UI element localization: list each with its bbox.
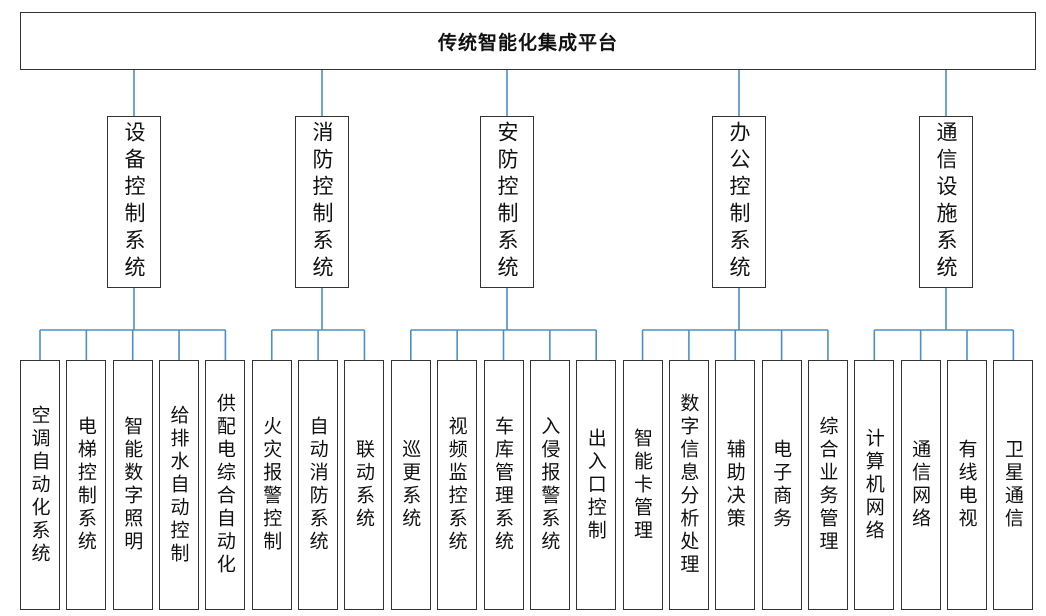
subsystem-box-label: 给排水自动控制 (167, 404, 190, 566)
subsystem-box: 给排水自动控制 (159, 360, 200, 610)
subsystem-box-label: 火灾报警控制 (260, 416, 283, 554)
subsystem-box: 辅助决策 (715, 360, 756, 610)
subsystem-box: 空调自动化系统 (20, 360, 60, 610)
system-box-label: 安防控制系统 (495, 121, 519, 283)
subsystem-box: 卫星通信 (993, 360, 1034, 610)
subsystem-box-label: 巡更系统 (399, 439, 422, 531)
subsystem-box: 数字信息分析处理 (668, 360, 709, 610)
subsystem-box: 通信网络 (900, 360, 941, 610)
system-box: 设备控制系统 (107, 116, 161, 288)
subsystem-box-label: 联动系统 (352, 439, 375, 531)
subsystem-box-label: 计算机网络 (862, 427, 885, 543)
platform-title: 传统智能化集成平台 (437, 31, 618, 54)
subsystem-box-label: 卫星通信 (1001, 439, 1024, 531)
subsystem-box-label: 数字信息分析处理 (677, 393, 700, 577)
subsystem-box-label: 电梯控制系统 (74, 416, 97, 554)
subsystem-box: 综合业务管理 (807, 360, 848, 610)
subsystem-box: 电子商务 (761, 360, 802, 610)
subsystem-box-label: 有线电视 (955, 439, 978, 531)
system-box: 通信设施系统 (919, 116, 973, 288)
subsystem-box: 电梯控制系统 (66, 360, 107, 610)
subsystem-box: 有线电视 (947, 360, 987, 610)
system-box-label: 办公控制系统 (727, 121, 751, 283)
subsystem-box: 巡更系统 (390, 360, 431, 610)
subsystem-box-label: 空调自动化系统 (28, 404, 51, 566)
subsystem-box: 出入口控制 (576, 360, 617, 610)
system-box: 安防控制系统 (480, 116, 534, 288)
subsystem-box: 入侵报警系统 (529, 360, 570, 610)
subsystem-box: 车库管理系统 (483, 360, 524, 610)
subsystem-box-label: 视频监控系统 (445, 416, 468, 554)
subsystem-box-label: 车库管理系统 (492, 416, 514, 554)
subsystem-box: 供配电综合自动化 (205, 360, 246, 610)
subsystem-box-label: 供配电综合自动化 (213, 393, 236, 577)
subsystem-box-label: 智能数字照明 (121, 416, 144, 554)
system-box-label: 设备控制系统 (122, 121, 146, 283)
system-box-label: 消防控制系统 (310, 121, 334, 283)
subsystem-box: 智能数字照明 (112, 360, 153, 610)
subsystem-box-label: 通信网络 (909, 439, 932, 531)
subsystem-box-label: 入侵报警系统 (538, 416, 561, 554)
system-box: 办公控制系统 (712, 116, 766, 288)
platform-title-box: 传统智能化集成平台 (20, 12, 1036, 70)
subsystem-box-label: 辅助决策 (723, 439, 746, 531)
system-box-label: 通信设施系统 (934, 121, 958, 283)
subsystem-box-label: 电子商务 (770, 439, 793, 531)
system-box: 消防控制系统 (295, 116, 349, 288)
subsystem-box: 智能卡管理 (622, 360, 663, 610)
subsystem-box: 自动消防系统 (298, 360, 339, 610)
subsystem-box: 视频监控系统 (437, 360, 478, 610)
subsystem-box: 联动系统 (344, 360, 385, 610)
subsystem-box-label: 智能卡管理 (631, 427, 654, 543)
subsystem-box-label: 综合业务管理 (816, 416, 839, 554)
subsystem-box: 计算机网络 (854, 360, 895, 610)
subsystem-box-label: 自动消防系统 (306, 416, 329, 554)
subsystem-box-label: 出入口控制 (584, 427, 607, 543)
subsystem-box: 火灾报警控制 (251, 360, 292, 610)
